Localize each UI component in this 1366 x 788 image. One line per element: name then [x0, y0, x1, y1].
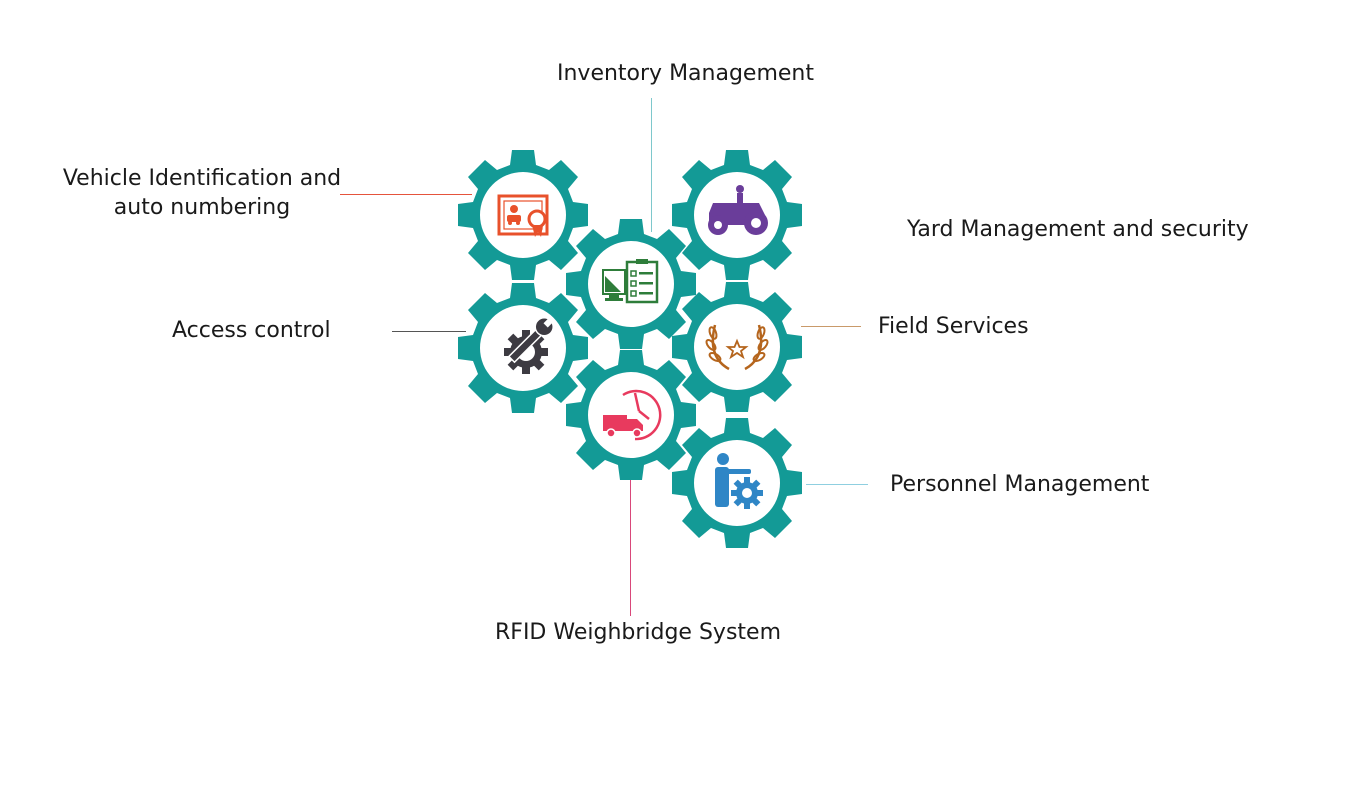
label-vehicle-identification-line2: auto numbering	[113, 195, 291, 220]
label-inventory-management: Inventory Management	[557, 61, 814, 86]
connector-personnel-management	[806, 484, 868, 485]
vehicle-certificate-icon	[497, 194, 549, 237]
label-access-control: Access control	[172, 318, 331, 343]
label-vehicle-identification: Vehicle Identification and auto numberin…	[58, 164, 346, 222]
label-yard-management: Yard Management and security	[907, 217, 1249, 242]
gear-rfid-weighbridge	[566, 350, 696, 480]
label-rfid-weighbridge: RFID Weighbridge System	[495, 620, 781, 645]
connector-access-control	[392, 331, 466, 332]
connector-rfid-weighbridge	[630, 478, 631, 616]
connector-vehicle-identification	[340, 194, 472, 195]
gear-inventory-management	[566, 219, 696, 349]
label-vehicle-identification-line1: Vehicle Identification and	[62, 166, 342, 191]
wrench-gear-icon	[504, 316, 555, 374]
connector-inventory-management	[651, 98, 652, 232]
gear-field-services	[672, 282, 802, 412]
laurel-star-icon	[705, 324, 769, 371]
label-personnel-management: Personnel Management	[890, 472, 1150, 497]
gear-vehicle-identification	[458, 150, 588, 280]
connector-field-services	[801, 326, 861, 327]
tractor-icon	[708, 185, 768, 235]
gear-access-control	[458, 283, 588, 413]
inventory-clipboard-icon	[602, 259, 659, 304]
gear-yard-management	[672, 150, 802, 280]
gear-personnel-management	[672, 418, 802, 548]
truck-clock-icon	[603, 389, 662, 441]
label-field-services: Field Services	[878, 314, 1029, 339]
person-gear-icon	[715, 453, 763, 509]
